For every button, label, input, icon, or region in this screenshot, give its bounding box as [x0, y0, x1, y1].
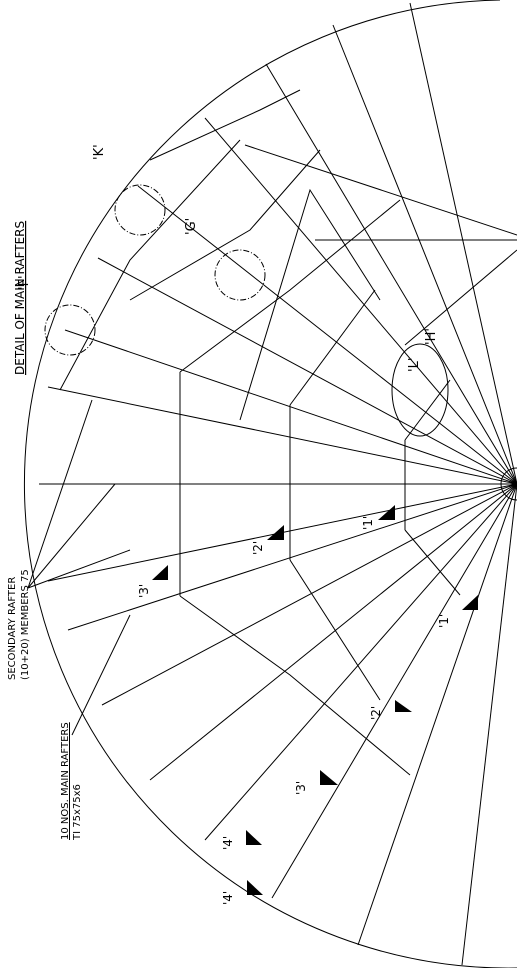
ring-members	[59, 89, 461, 776]
detail-ellipse-h	[391, 343, 449, 437]
detail-circle-k	[114, 184, 166, 236]
detail-title: DETAIL OF MAIN RAFTERS	[13, 221, 27, 375]
callout-l: 'L'	[407, 358, 422, 372]
callout-k: 'K'	[92, 144, 107, 160]
main-rafters-label-line2: TI 75x75x6	[72, 784, 83, 841]
member-mark-3a: '3'	[137, 584, 151, 598]
leader-arrows	[27, 144, 517, 736]
member-mark-4b: '4'	[221, 891, 235, 905]
secondary-rafter-label-line2: (10+20) MEMBERS 75	[20, 569, 31, 680]
member-mark-3b: '3'	[294, 781, 308, 795]
detail-circle-g	[214, 249, 266, 301]
callout-g: 'G'	[184, 218, 199, 235]
member-mark-2a: '2'	[251, 541, 265, 555]
main-rafters-label-line1: 10 NOS. MAIN RAFTERS	[60, 722, 71, 840]
outer-ring-arc	[23, 0, 517, 969]
member-mark-1a: '1'	[361, 516, 375, 530]
member-mark-4a: '4'	[221, 836, 235, 850]
secondary-rafter-label-line1: SECONDARY RAFTER	[7, 577, 18, 680]
member-mark-2b: '2'	[369, 706, 383, 720]
callout-h: 'H'	[424, 328, 439, 345]
radial-rafters	[39, 2, 517, 966]
detail-circle-f	[44, 304, 96, 356]
callout-f: 'F'	[17, 275, 32, 290]
member-mark-1b: '1'	[437, 614, 451, 628]
member-flags	[152, 505, 478, 895]
